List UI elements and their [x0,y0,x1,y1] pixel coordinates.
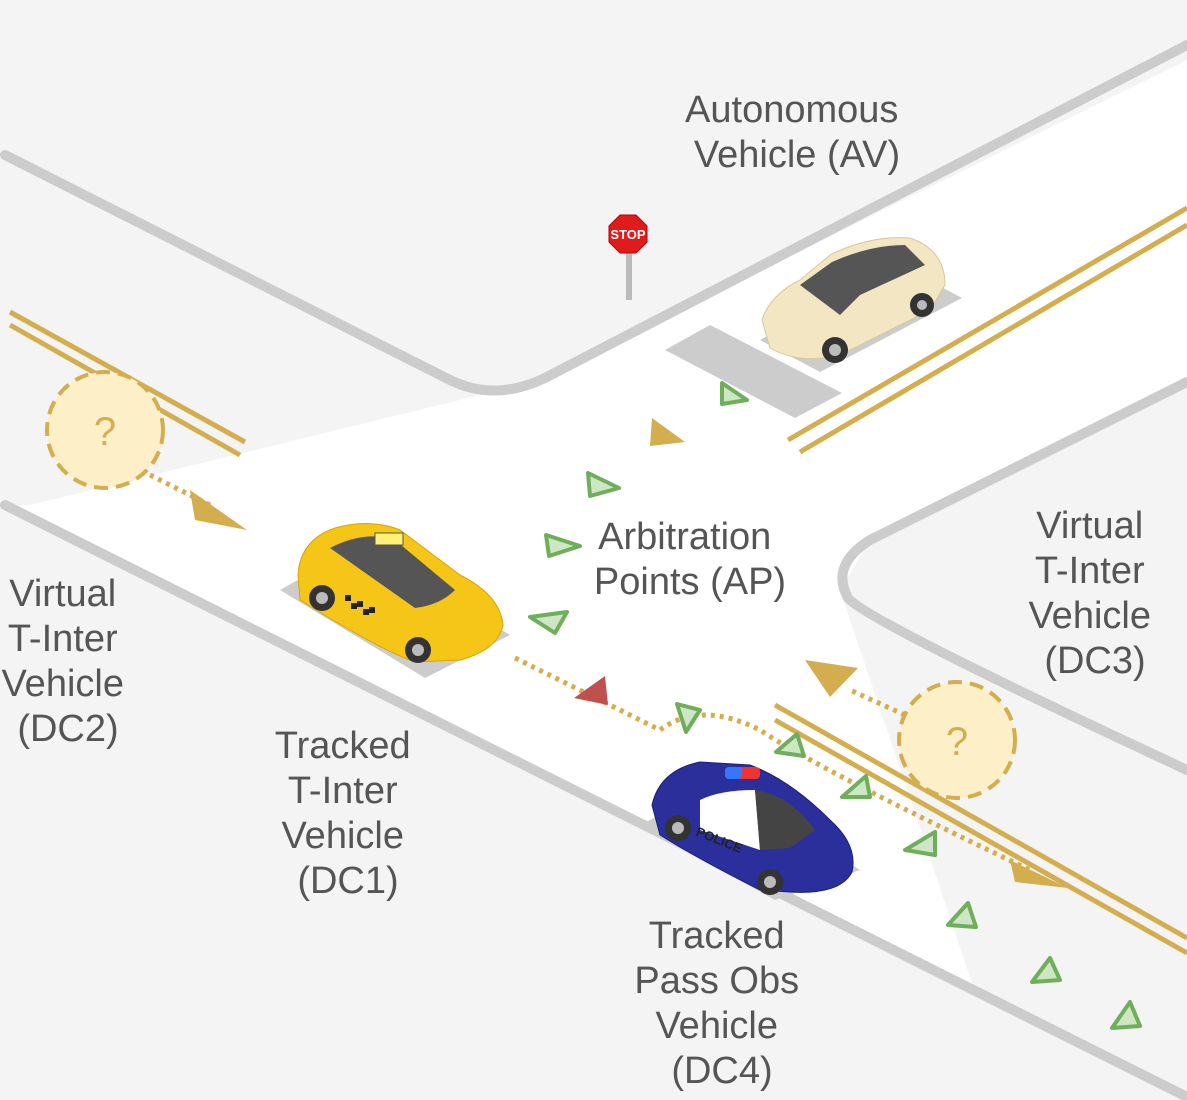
label-av: Autonomous Vehicle (AV) [685,89,909,176]
autonomous-vehicle-car [760,237,962,372]
curbs [0,40,1187,1100]
virtual-vehicle-marker-dc3: ? [897,680,1017,800]
arrow-av [650,418,685,446]
label-ap: Arbitration Points (AP) [594,516,786,603]
stop-line [665,325,842,418]
unknown-icon: ? [946,720,968,764]
arrow-dc3 [805,660,858,697]
label-dc2: Virtual T-Inter Vehicle (DC2) [1,573,134,750]
label-dc3: Virtual T-Inter Vehicle (DC3) [1028,505,1161,682]
stop-sign-text: STOP [610,227,645,242]
trajectory-arrowheads [190,418,1068,888]
conflict-point-marker [574,676,608,705]
virtual-vehicle-marker-dc2: ? [45,370,165,490]
police-car-dc4: POLICE [640,761,860,900]
unknown-icon: ? [94,410,116,454]
label-dc1: Tracked T-Inter Vehicle (DC1) [275,725,421,902]
arrow-dc2 [190,490,247,530]
stop-sign: STOP [608,214,648,300]
arbitration-points [528,381,1142,1030]
taxi-car-dc1 [280,522,510,678]
label-dc4: Tracked Pass Obs Vehicle (DC4) [634,915,809,1092]
arrow-dc4 [1010,860,1068,888]
